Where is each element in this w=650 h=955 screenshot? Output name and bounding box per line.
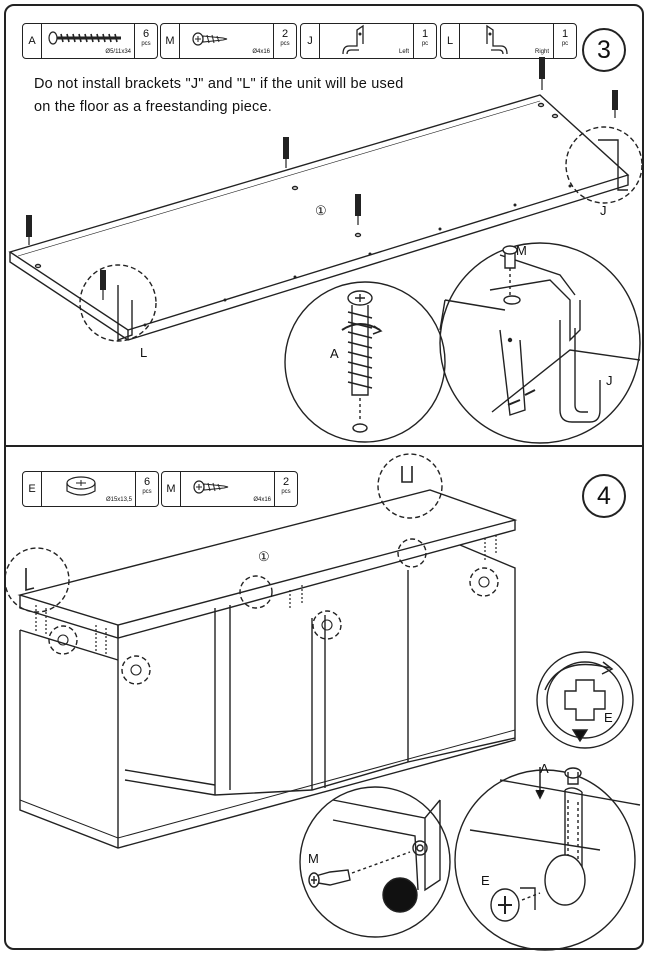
installation-note: Do not install brackets "J" and "L" if t… bbox=[34, 76, 404, 115]
cam-lock-icon bbox=[66, 476, 96, 496]
detail-bracket-label: J bbox=[606, 373, 613, 388]
part-spec: Ø4x16 bbox=[253, 497, 271, 503]
part-spec: Ø5/11x34 bbox=[105, 49, 131, 55]
detail-cam-label: E bbox=[481, 873, 490, 888]
step-divider bbox=[4, 445, 644, 447]
part-spec: Right bbox=[534, 49, 549, 55]
detail-screw-label: M bbox=[516, 243, 527, 258]
page-border bbox=[4, 4, 644, 950]
bolt-label: A bbox=[330, 346, 339, 361]
part-letter: M bbox=[162, 472, 181, 506]
part-letter: M bbox=[161, 24, 180, 58]
bracket-label-right: J bbox=[600, 203, 607, 218]
step-number: 4 bbox=[582, 474, 626, 518]
panel-number-label: ① bbox=[315, 203, 327, 218]
panel-number-label: ① bbox=[258, 549, 270, 564]
bracket-label-left: L bbox=[140, 345, 148, 360]
part-letter: L bbox=[441, 24, 460, 58]
screw-icon bbox=[192, 32, 228, 46]
part-spec: Ø4x16 bbox=[252, 49, 270, 55]
cam-bolt-icon bbox=[48, 31, 121, 45]
bracket-left-icon bbox=[342, 24, 364, 55]
bracket-right-icon bbox=[486, 24, 508, 55]
detail-bolt-label: A bbox=[540, 761, 549, 776]
part-letter: E bbox=[23, 472, 42, 506]
part-spec: Ø15x13,5 bbox=[105, 497, 132, 503]
step3-illustration bbox=[8, 57, 643, 444]
detail-screw-label: M bbox=[308, 851, 319, 866]
part-letter: A bbox=[23, 24, 42, 58]
part-letter: J bbox=[301, 24, 320, 58]
cam-rotate-label: E bbox=[604, 710, 613, 725]
step-number: 3 bbox=[582, 28, 626, 72]
part-spec: Left bbox=[398, 49, 409, 55]
screw-icon bbox=[193, 480, 229, 494]
